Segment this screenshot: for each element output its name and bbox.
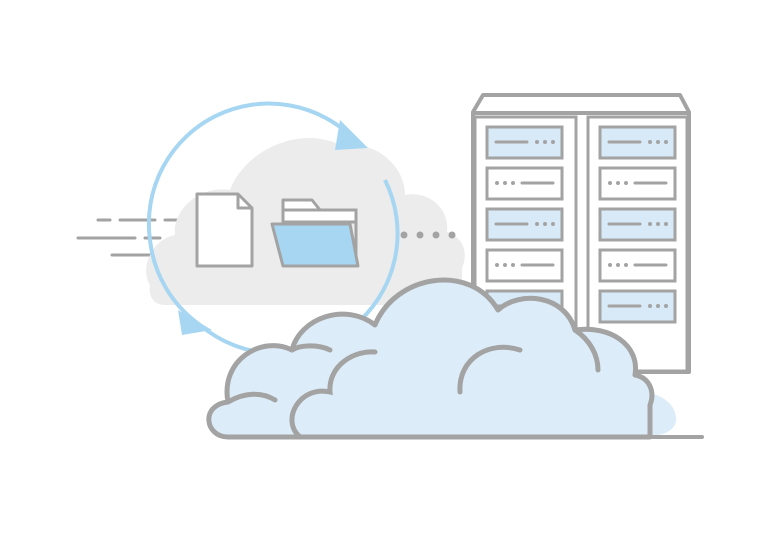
document-icon — [195, 192, 254, 268]
folder-icon — [270, 198, 360, 268]
dotted-connector-icon — [400, 231, 456, 239]
foreground-cloud-icon — [206, 277, 704, 440]
